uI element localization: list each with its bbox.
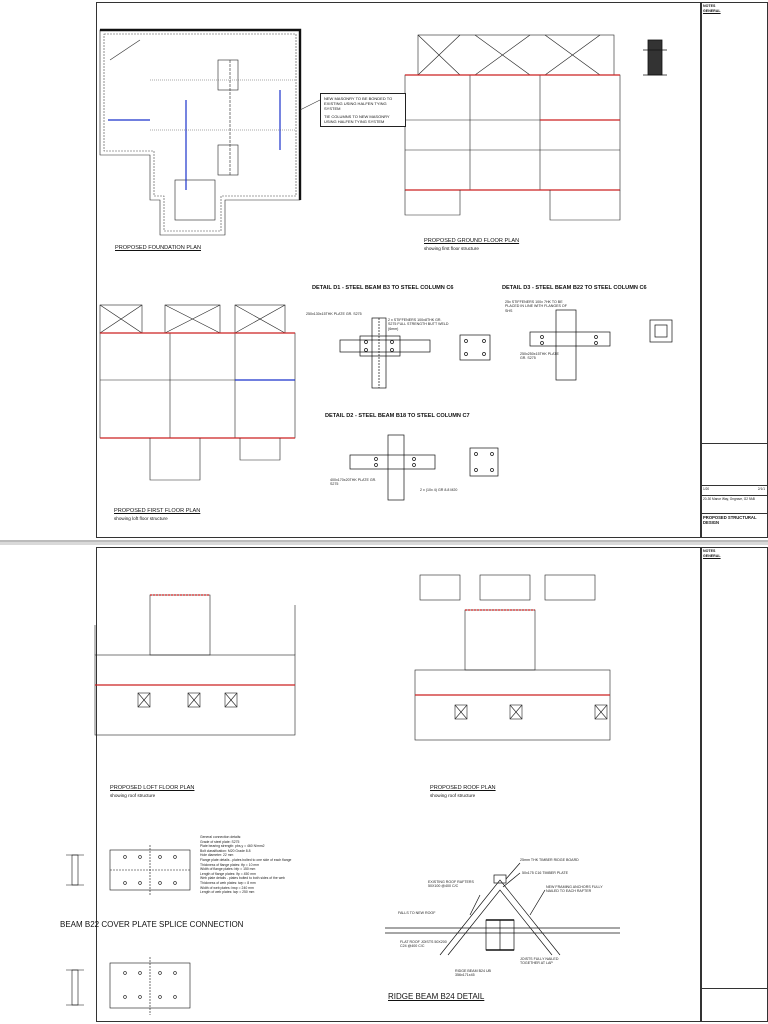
- ground-floor-plan-title: PROPOSED GROUND FLOOR PLAN: [424, 238, 520, 244]
- drawing-number-box: 1/20 2/1/1: [701, 485, 767, 492]
- timber-plate-label: 50x175 C16 TIMBER PLATE: [522, 871, 569, 875]
- splice-spec-row: Width of web plates: bwp = 240 mm: [200, 885, 254, 890]
- splice-spec-row: Flange plate details - plates bolted to …: [200, 857, 292, 862]
- splice-spec-row: Bolt classification: M20 Grade 8.8: [200, 848, 251, 853]
- d3-stiffener-label: 25x STIFFENERS 100x 7HK TO BE PLACED IN …: [505, 300, 567, 313]
- roof-plan-subtitle: showing roof structure: [430, 793, 476, 798]
- splice-spec-row: Thickness of web plates: twp = 8 mm: [200, 880, 256, 885]
- drawing-title: PROPOSED STRUCTURAL DESIGN: [701, 513, 767, 526]
- splice-connection-title: BEAM B22 COVER PLATE SPLICE CONNECTION: [60, 920, 244, 929]
- drawing-sheet-2: PROPOSED LOFT FLOOR PLAN showing roof st…: [0, 545, 768, 1024]
- splice-spec-row: Length of flange plates: lfp = 450 mm: [200, 871, 256, 876]
- ridge-beam-title: RIDGE BEAM B24 DETAIL: [388, 992, 485, 1001]
- notes-header: NOTES: [703, 549, 716, 553]
- splice-spec-top: General connection details: Grade of ste…: [200, 835, 295, 895]
- masonry-new-note: NEW MASONRY TO BE BONDED TO EXISTING USI…: [324, 96, 393, 111]
- drawing-number: 1/20: [703, 487, 710, 491]
- first-floor-plan-subtitle: showing loft floor structure: [114, 516, 168, 521]
- revision-box: [701, 988, 767, 1024]
- splice-spec-row: Width of flange plates: bfp = 150 mm: [200, 867, 256, 872]
- project-address: 20-30 Manor Way, Ongrave, G2 9AB: [701, 495, 767, 502]
- foundation-plan-title: PROPOSED FOUNDATION PLAN: [115, 245, 201, 251]
- revision-box: [701, 443, 767, 486]
- existing-rafters-label: EXISTING ROOF RAFTERS 50X100 @400 C/C: [428, 880, 474, 889]
- title-block: NOTES GENERAL: [700, 547, 768, 1022]
- columns-new-note: TIE COLUMNS TO NEW MASONRY USING HALFEN …: [324, 114, 390, 124]
- sheet2-drawings: [66, 574, 620, 1015]
- splice-spec-row: Web plate details - plates bolted to bot…: [200, 876, 285, 881]
- d2-plate-label: 400x170x20THK PLATE GR. S275: [330, 478, 377, 487]
- detail-d1-title: DETAIL D1 - STEEL BEAM B3 TO STEEL COLUM…: [312, 285, 454, 291]
- general-header: GENERAL: [703, 554, 721, 559]
- detail-d3-title: DETAIL D3 - STEEL BEAM B22 TO STEEL COLU…: [502, 285, 647, 291]
- ridge-beam-label: RIDGE BEAM B24 UB 356x171x45: [455, 969, 491, 978]
- joists-nailed-label: JOISTS FULLY NAILED TOGETHER AT LAP: [520, 957, 559, 966]
- falls-label: FALLS TO NEW ROOF: [398, 911, 436, 915]
- splice-spec-row: Grade of steel plate: S275: [200, 839, 240, 844]
- sheet-frame: [96, 2, 702, 538]
- masonry-callout: NEW MASONRY TO BE BONDED TO EXISTING USI…: [320, 93, 406, 127]
- foundation-plan-drawing: [99, 28, 673, 501]
- revision-number: 2/1/1: [757, 487, 765, 491]
- notes-header: NOTES: [703, 4, 716, 8]
- loft-floor-plan-title: PROPOSED LOFT FLOOR PLAN: [110, 785, 195, 791]
- flat-roof-joists-label: FLAT ROOF JOISTS 50X200 C24 @400 C/C: [400, 940, 447, 949]
- general-header: GENERAL: [703, 9, 721, 14]
- ground-floor-plan-subtitle: showing first floor structure: [424, 246, 479, 251]
- splice-spec-row: Thickness of flange plates: tfp = 10 mm: [200, 862, 260, 867]
- framing-anchors-label: NEW FRAMING ANCHORS FULLY NAILED TO EACH…: [546, 885, 603, 894]
- splice-spec-head: General connection details:: [200, 835, 242, 839]
- ridge-board-label: 25mm THK TIMBER RIDGE BOARD: [520, 858, 579, 862]
- sheet-frame: [96, 547, 702, 1022]
- splice-spec-row: Length of web plates: lwp = 250 mm: [200, 890, 255, 895]
- d1-stiffener-label: 2 x STIFFENERS 100x8THK GR. S275 FULL ST…: [388, 318, 449, 331]
- d1-plate-label: 250x130x15THK PLATE GR. S275: [306, 312, 362, 316]
- d3-plate-label: 250x250x15THK PLATE GR. S275: [520, 352, 559, 361]
- d2-bolts-label: 2 x (10x 4) GR 8.8 M20: [420, 488, 458, 492]
- detail-d2-title: DETAIL D2 - STEEL BEAM B18 TO STEEL COLU…: [325, 413, 470, 419]
- loft-floor-plan-subtitle: showing roof structure: [110, 793, 156, 798]
- roof-plan-title: PROPOSED ROOF PLAN: [430, 785, 496, 791]
- title-block: NOTES GENERAL 1/20 2/1/1 20-30 Manor Way…: [700, 2, 768, 538]
- drawing-sheet-1: PROPOSED FOUNDATION PLAN PROPOSED GROUND…: [0, 0, 768, 542]
- first-floor-plan-title: PROPOSED FIRST FLOOR PLAN: [114, 508, 201, 514]
- splice-spec-row: Hole diameter: 22 mm: [200, 853, 234, 858]
- splice-spec-row: Plate bearing strength: pbs,y = 460 N/mm…: [200, 844, 265, 849]
